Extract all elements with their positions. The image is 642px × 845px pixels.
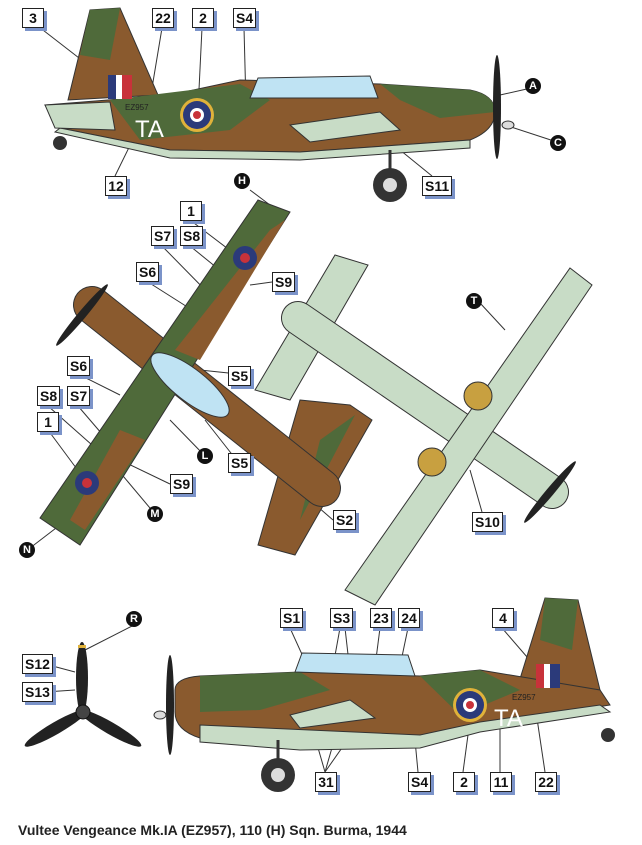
- decal-label: S12: [22, 654, 53, 674]
- side-view-right: TA EZ957: [153, 597, 615, 792]
- callout-marker: C: [550, 135, 566, 151]
- decal-label: S8: [37, 386, 61, 406]
- serial-number: EZ957: [512, 693, 536, 702]
- decal-label: S4: [408, 772, 432, 792]
- decal-label: 22: [535, 772, 557, 792]
- callout-marker: R: [126, 611, 142, 627]
- decal-label: 24: [398, 608, 420, 628]
- decal-label: S2: [333, 510, 357, 530]
- decal-label: S4: [233, 8, 257, 28]
- decal-label: S9: [170, 474, 194, 494]
- bottom-view: [254, 254, 593, 606]
- diagram-caption: Vultee Vengeance Mk.IA (EZ957), 110 (H) …: [18, 822, 407, 838]
- squadron-code: TA: [135, 116, 164, 143]
- propeller-detail: [24, 642, 142, 747]
- decal-label: S6: [136, 262, 160, 282]
- decal-label: 1: [180, 201, 202, 221]
- decal-label: S1: [280, 608, 304, 628]
- decal-label: 31: [315, 772, 337, 792]
- decal-label: S8: [180, 226, 204, 246]
- callout-marker: A: [525, 78, 541, 94]
- decal-label: S5: [228, 453, 252, 473]
- decal-label: S7: [67, 386, 91, 406]
- decal-label: 3: [22, 8, 44, 28]
- decal-label: S13: [22, 682, 53, 702]
- callout-marker: N: [19, 542, 35, 558]
- callout-marker: T: [466, 293, 482, 309]
- decal-label: S10: [472, 512, 503, 532]
- top-view: [39, 199, 373, 556]
- serial-number: EZ957: [125, 103, 149, 112]
- decal-label: 2: [453, 772, 475, 792]
- decal-label: 2: [192, 8, 214, 28]
- decal-label: S6: [67, 356, 91, 376]
- decal-label: 23: [370, 608, 392, 628]
- side-view-left: TA EZ957: [44, 7, 515, 202]
- decal-label: S5: [228, 366, 252, 386]
- decal-label: 11: [490, 772, 512, 792]
- decal-label: S3: [330, 608, 354, 628]
- decal-label: S9: [272, 272, 296, 292]
- decal-label: 22: [152, 8, 174, 28]
- decal-label: S11: [422, 176, 453, 196]
- decal-label: 1: [37, 412, 59, 432]
- callout-marker: H: [234, 173, 250, 189]
- callout-marker: M: [147, 506, 163, 522]
- decal-label: S7: [151, 226, 175, 246]
- decal-label: 12: [105, 176, 127, 196]
- decal-label: 4: [492, 608, 514, 628]
- squadron-code: TA: [494, 705, 523, 732]
- callout-marker: L: [197, 448, 213, 464]
